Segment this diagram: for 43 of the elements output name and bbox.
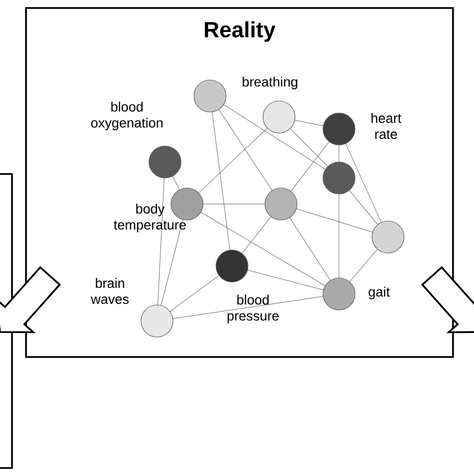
node-label: heart rate [372, 113, 402, 139]
connector-line [348, 190, 378, 225]
connector-line [247, 270, 324, 290]
panel-box [0, 173, 13, 469]
node-label: brain waves [90, 278, 129, 304]
circle-node [170, 188, 204, 220]
connector-line [198, 128, 268, 194]
node-label: breathing [242, 76, 298, 90]
node-label: body temperature [114, 204, 186, 232]
connector-line [338, 194, 340, 278]
connector-line [172, 296, 324, 319]
connector-line [345, 143, 382, 223]
connector-line [212, 112, 230, 250]
connector-line [242, 216, 272, 254]
connector-line [294, 120, 324, 126]
circle-node [148, 146, 182, 178]
connector-line [290, 141, 330, 192]
connector-line [338, 144, 340, 162]
connector-line [200, 212, 326, 286]
connector-line [160, 219, 184, 306]
circle-node [264, 188, 298, 220]
circle-node [372, 220, 404, 254]
circle-node [262, 100, 296, 134]
node-label: blood pressure [228, 294, 279, 324]
circle-node [322, 112, 356, 146]
circle-node [216, 250, 248, 282]
connector-line [158, 178, 164, 306]
connector-line [223, 104, 326, 170]
circle-node [140, 304, 174, 338]
node-label: gait [368, 286, 390, 300]
connector-line [290, 128, 328, 167]
block-arrow [421, 266, 474, 334]
connector-line [172, 176, 180, 190]
node-label: blood oxygenation [91, 102, 163, 130]
circle-node [322, 162, 356, 194]
connector-line [296, 208, 373, 233]
connector-line [349, 248, 378, 282]
block-arrow [0, 266, 61, 334]
circle-node [194, 80, 226, 112]
connector-line [170, 275, 220, 312]
circle-node [322, 278, 356, 310]
connector-line [289, 217, 331, 281]
connector-line [218, 109, 272, 191]
